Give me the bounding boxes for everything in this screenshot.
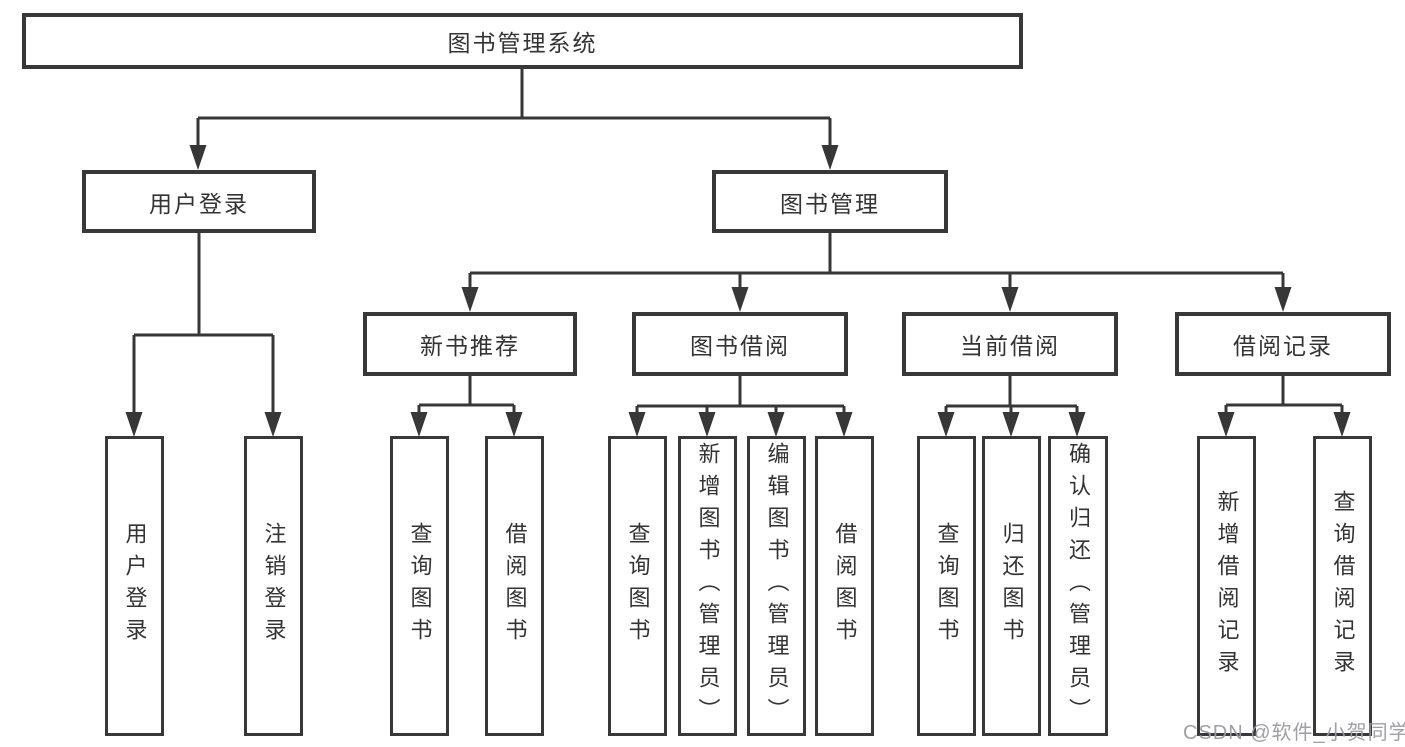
node-book-management: 图书管理	[712, 170, 948, 233]
leaf-label: 注销登录	[261, 522, 287, 650]
node-label: 借阅记录	[1233, 333, 1333, 359]
leaf-label: 新增借阅记录	[1214, 490, 1240, 682]
node-label: 用户登录	[149, 190, 249, 217]
leaf-query-books-recommend: 查询图书	[390, 436, 449, 736]
leaf-logout: 注销登录	[244, 436, 303, 736]
leaf-add-book-admin: 新增图书（管理员）	[678, 436, 737, 736]
leaf-label: 归还图书	[999, 522, 1025, 650]
csdn-watermark: CSDN @软件_小贺同学	[1183, 722, 1405, 744]
node-book-borrow: 图书借阅	[632, 312, 848, 376]
leaf-return-book: 归还图书	[982, 436, 1041, 736]
leaf-label: 借阅图书	[832, 522, 858, 650]
node-user-login: 用户登录	[82, 170, 316, 233]
leaf-add-borrow-record: 新增借阅记录	[1197, 436, 1256, 736]
node-label: 图书借阅	[690, 333, 790, 359]
leaf-label: 查询图书	[934, 522, 960, 650]
leaf-label: 编辑图书（管理员）	[764, 442, 790, 730]
leaf-query-books-borrow: 查询图书	[608, 436, 667, 736]
leaf-edit-book-admin: 编辑图书（管理员）	[747, 436, 806, 736]
node-label: 图书管理	[780, 190, 880, 217]
leaf-query-borrow-record: 查询借阅记录	[1313, 436, 1372, 736]
leaf-label: 确认归还（管理员）	[1066, 442, 1091, 730]
leaf-borrow-books-recommend: 借阅图书	[485, 436, 544, 736]
leaf-query-books-current: 查询图书	[917, 436, 976, 736]
leaf-label: 借阅图书	[502, 522, 528, 650]
leaf-label: 用户登录	[122, 522, 148, 650]
node-current-borrow: 当前借阅	[902, 312, 1118, 376]
leaf-label: 新增图书（管理员）	[695, 442, 721, 730]
node-label: 当前借阅	[960, 333, 1060, 359]
leaf-confirm-return-admin: 确认归还（管理员）	[1048, 436, 1108, 736]
leaf-user-login: 用户登录	[105, 436, 164, 736]
node-library-management-system: 图书管理系统	[22, 13, 1023, 69]
node-label: 图书管理系统	[447, 30, 598, 56]
leaf-label: 查询图书	[625, 522, 651, 650]
leaf-borrow-books: 借阅图书	[815, 436, 874, 736]
leaf-label: 查询图书	[407, 522, 433, 650]
node-borrow-records: 借阅记录	[1175, 312, 1391, 376]
node-new-book-recommend: 新书推荐	[363, 312, 577, 376]
node-label: 新书推荐	[420, 333, 520, 359]
leaf-label: 查询借阅记录	[1330, 490, 1356, 682]
arrowheads	[125, 145, 1351, 437]
